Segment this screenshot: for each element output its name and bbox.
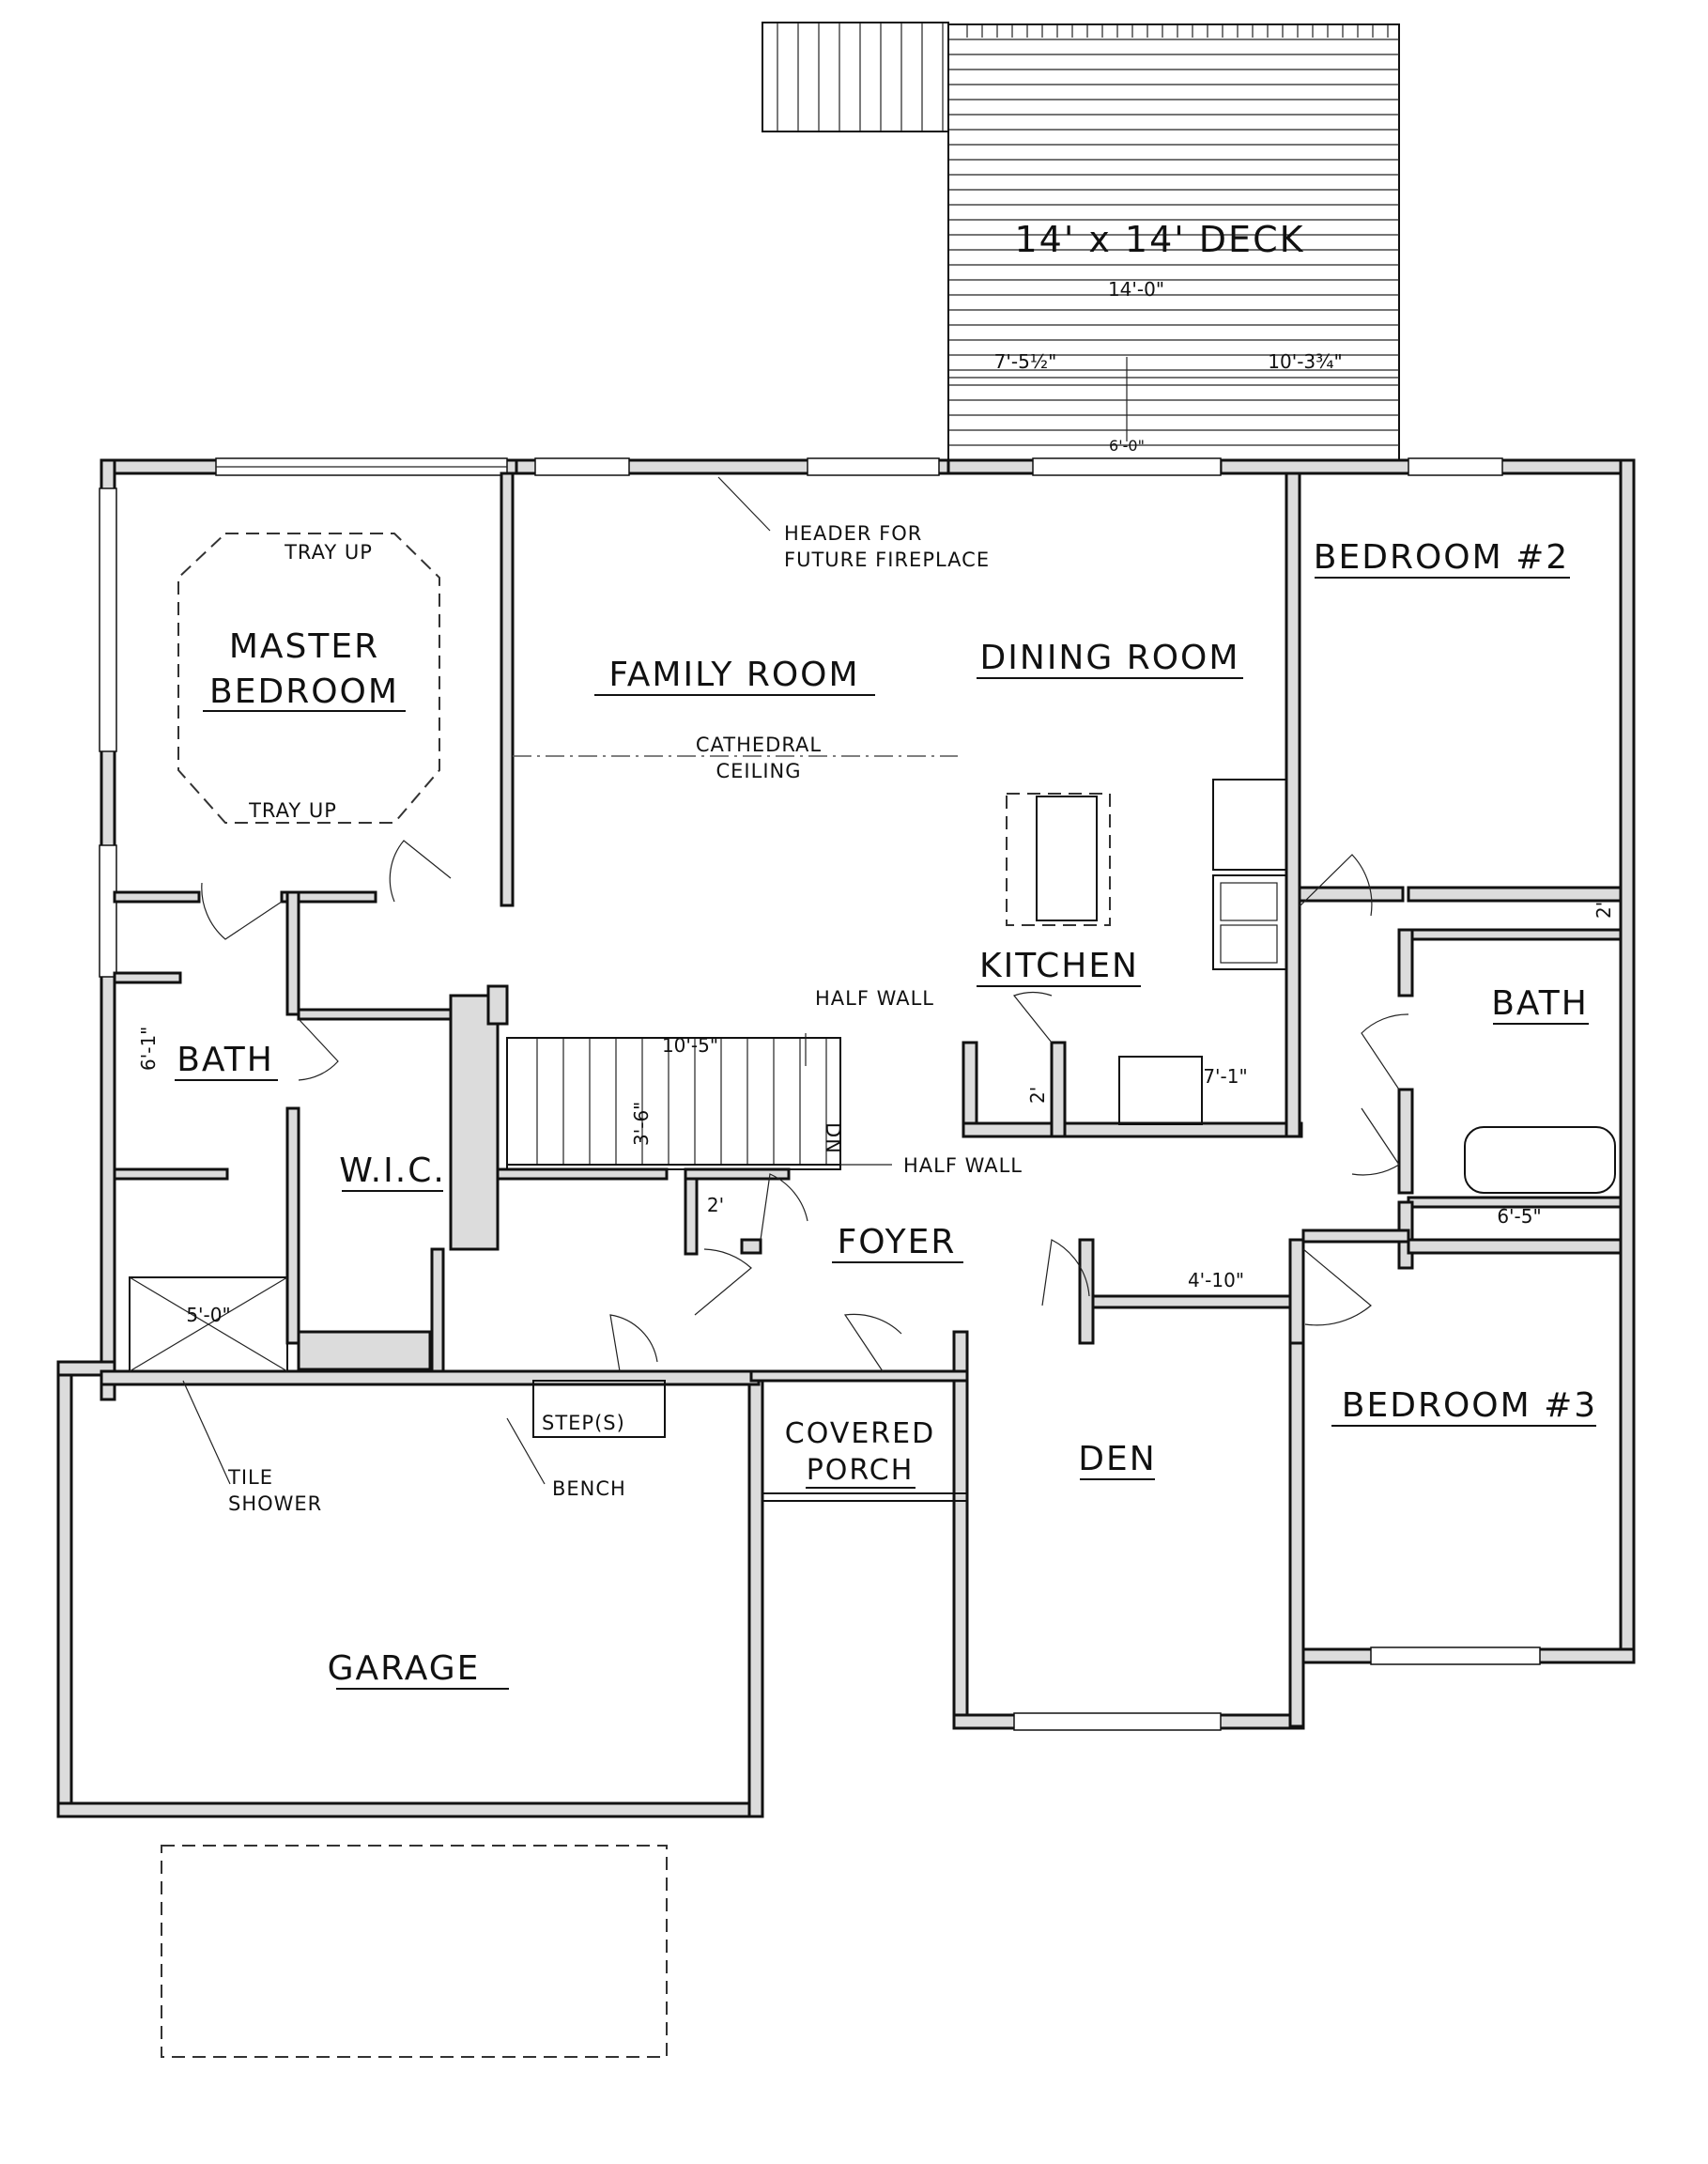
note-cathedral-line1: CATHEDRAL (696, 734, 822, 756)
dim-foyer-closet: 2' (707, 1194, 724, 1216)
note-steps: STEP(S) (542, 1412, 625, 1434)
dim-kitchen-pantry: 2' (1026, 1087, 1049, 1104)
room-bath-right: BATH (1491, 984, 1589, 1023)
room-covered-porch-line2: PORCH (807, 1454, 915, 1487)
range (1118, 1056, 1203, 1125)
deck-stairs (762, 22, 949, 132)
dim-deck-stair: 6'-0" (1109, 437, 1145, 455)
note-half-wall-top: HALF WALL (815, 987, 934, 1010)
room-master-bedroom-line1: MASTER (229, 627, 379, 666)
note-tray-up-bottom: TRAY UP (248, 799, 337, 822)
dim-bath-right-bottom: 6'-5" (1497, 1205, 1541, 1228)
leaders (182, 476, 892, 1485)
windows (99, 457, 1541, 1731)
dim-shower: 5'-0" (186, 1304, 230, 1326)
dim-stair-len: 10'-5" (662, 1034, 718, 1057)
dim-stair-width: 3'-6" (630, 1102, 653, 1146)
interior-walls (113, 471, 1623, 1502)
room-bedroom-3: BEDROOM #3 (1342, 1386, 1597, 1425)
tray-ceiling (177, 533, 440, 824)
room-wic: W.I.C. (339, 1152, 446, 1190)
dim-kitchen-range: 7'-1" (1203, 1065, 1247, 1088)
note-half-wall-bottom: HALF WALL (903, 1154, 1023, 1177)
note-header-line1: HEADER FOR (784, 522, 922, 545)
stair-treads (536, 1038, 827, 1165)
room-family-room: FAMILY ROOM (608, 656, 859, 694)
garage-door (161, 1845, 668, 2058)
note-tile-shower-line1: TILE (227, 1466, 273, 1489)
dim-den-closet: 4'-10" (1188, 1269, 1244, 1291)
dim-deck-left: 7'-5½" (994, 350, 1057, 373)
door-swings (201, 840, 1409, 1372)
room-garage: GARAGE (328, 1649, 481, 1688)
kitchen-island (1006, 793, 1111, 926)
deck-boards (948, 24, 1399, 446)
room-deck: 14' x 14' DECK (1014, 219, 1304, 260)
deck-stair-treads (777, 23, 944, 131)
note-tile-shower-line2: SHOWER (228, 1492, 322, 1515)
room-kitchen: KITCHEN (979, 947, 1139, 985)
dim-bath-right-linen: 2' (1593, 902, 1615, 919)
step-block (532, 1380, 666, 1438)
room-labels: 14' x 14' DECK MASTER BEDROOM FAMILY ROO… (175, 219, 1597, 1690)
room-master-bedroom-line2: BEDROOM (209, 672, 399, 711)
room-dining-room: DINING ROOM (980, 639, 1240, 677)
deck (762, 22, 1400, 462)
kitchen-sink (1212, 779, 1287, 871)
dim-bath-vanity: 6'-1" (137, 1027, 160, 1071)
room-foyer: FOYER (838, 1223, 957, 1261)
dim-deck-right: 10'-3¾" (1268, 350, 1342, 373)
note-bench: BENCH (552, 1477, 626, 1500)
note-stair-dn: DN (822, 1122, 844, 1154)
bathtub (1464, 1126, 1616, 1194)
room-bath-left: BATH (177, 1041, 274, 1079)
note-cathedral-line2: CEILING (716, 760, 802, 782)
dimensions: 14'-0" 7'-5½" 10'-3¾" 6'-0" 10'-5" 3'-6"… (137, 278, 1615, 1326)
note-tray-up-top: TRAY UP (284, 541, 373, 564)
notes: TRAY UP TRAY UP HEADER FOR FUTURE FIREPL… (227, 522, 1023, 1515)
room-covered-porch-line1: COVERED (785, 1417, 935, 1450)
room-den: DEN (1078, 1440, 1156, 1478)
room-bedroom-2: BEDROOM #2 (1314, 538, 1569, 577)
dim-deck-width: 14'-0" (1108, 278, 1164, 301)
note-header-line2: FUTURE FIREPLACE (784, 549, 990, 571)
